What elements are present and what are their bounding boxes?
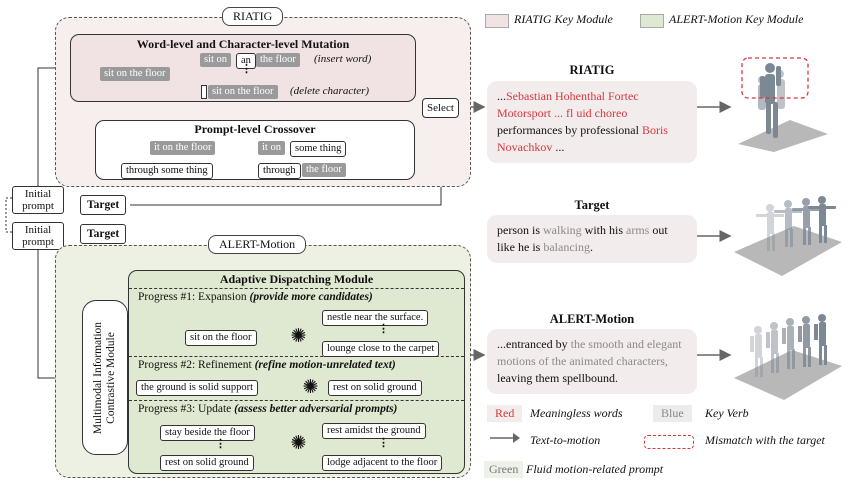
stage2-label: Progress #2: Refinement bbox=[138, 359, 252, 371]
crossover-child-2b: the floor bbox=[302, 163, 346, 177]
stage3-heading: Progress #3: Update (assess better adver… bbox=[138, 403, 397, 415]
dispatch-divider-2 bbox=[129, 356, 464, 357]
alert-result-title: ALERT-Motion bbox=[549, 312, 635, 326]
insert-note: (insert word) bbox=[314, 53, 372, 65]
llm-icon-1: ✺ bbox=[290, 326, 307, 347]
dispatch-divider-1 bbox=[129, 288, 464, 289]
stage1-input: sit on the floor bbox=[185, 330, 257, 346]
crossover-title: Prompt-level Crossover bbox=[194, 122, 316, 136]
riatig-motion-figure bbox=[738, 57, 828, 152]
alert-panel-label: ALERT-Motion bbox=[208, 235, 307, 254]
delete-cursor bbox=[201, 85, 207, 99]
stage3-output-1: rest amidst the ground bbox=[322, 423, 426, 439]
delete-result: sit on the floor bbox=[208, 85, 278, 99]
llm-icon-3: ✺ bbox=[290, 433, 307, 454]
stage2-output: rest on solid ground bbox=[328, 380, 422, 396]
target-2: Target bbox=[80, 224, 127, 244]
llm-icon-2: ✺ bbox=[302, 377, 319, 398]
initial-prompt-1: Initial prompt bbox=[12, 186, 64, 214]
legend-blue-swatch: Blue bbox=[653, 405, 692, 422]
stage1-ellipsis: ⋮ bbox=[378, 323, 389, 335]
target-result-text: person is walking with his arms out like… bbox=[487, 215, 697, 263]
legend-blue-meaning: Key Verb bbox=[705, 406, 749, 420]
riatig-result-text: ...Sebastian Hohenthal Fortec Motorsport… bbox=[487, 81, 697, 163]
contrastive-module: Multimodal Information Contrastive Modul… bbox=[82, 300, 128, 455]
insert-part-1: sit on bbox=[200, 53, 232, 67]
legend-alert-swatch bbox=[640, 14, 664, 28]
riatig-text-4: Boris Novachkov bbox=[497, 123, 668, 154]
dispatch-title: Adaptive Dispatching Module bbox=[219, 272, 374, 286]
stage1-note: (provide more candidates) bbox=[249, 291, 373, 303]
dispatch-divider-3 bbox=[129, 400, 464, 401]
crossover-parent-1: it on the floor bbox=[150, 141, 216, 155]
stage3-output-2: lodge adjacent to the floor bbox=[322, 455, 443, 471]
legend-dashed-swatch bbox=[644, 435, 694, 449]
stage1-output-1: nestle near the surface. bbox=[322, 310, 429, 326]
insert-word: an bbox=[236, 53, 256, 69]
stage3-ellipsis-right: ⋮ bbox=[378, 437, 389, 449]
stage3-note: (assess better adversarial prompts) bbox=[234, 403, 398, 415]
alert-motion-figure bbox=[734, 314, 842, 400]
riatig-panel-label: RIATIG bbox=[222, 7, 284, 26]
initial-prompt-2: Initial prompt bbox=[12, 222, 64, 250]
crossover-parent-2: through some thing bbox=[121, 163, 213, 179]
legend-green-meaning: Fluid motion-related prompt bbox=[526, 462, 664, 476]
stage3-input-1: stay beside the floor bbox=[160, 425, 255, 441]
riatig-text-5: ... bbox=[552, 140, 565, 154]
target-text-6: balancing bbox=[543, 240, 590, 254]
crossover-child-1a: it on bbox=[258, 141, 285, 155]
stage2-input: the ground is solid support bbox=[136, 380, 258, 396]
target-text-3: with his bbox=[581, 223, 627, 237]
legend-red-meaning: Meaningless words bbox=[530, 406, 623, 420]
target-text-5: out like he is bbox=[497, 223, 668, 254]
legend-green-swatch: Green bbox=[484, 461, 524, 478]
target-1: Target bbox=[80, 195, 127, 215]
stage1-output-2: lounge close to the carpet bbox=[322, 341, 440, 357]
legend-dashed-meaning: Mismatch with the target bbox=[705, 433, 825, 447]
target-text-1: person is bbox=[497, 223, 543, 237]
legend-riatig-label: RIATIG Key Module bbox=[514, 12, 613, 26]
legend-red-swatch: Red bbox=[487, 405, 523, 422]
delete-note: (delete character) bbox=[290, 85, 370, 97]
alert-text-1: ...entranced by bbox=[497, 337, 571, 351]
contrastive-label: Multimodal Information Contrastive Modul… bbox=[92, 321, 117, 434]
stage2-note: (refine motion-unrelated text) bbox=[254, 359, 396, 371]
legend-alert-label: ALERT-Motion Key Module bbox=[669, 12, 804, 26]
target-result-title: Target bbox=[574, 198, 610, 212]
mutation-title: Word-level and Character-level Mutation bbox=[136, 37, 350, 51]
legend-arrow-meaning: Text-to-motion bbox=[530, 433, 601, 447]
stage3-ellipsis-left: ⋮ bbox=[215, 438, 226, 450]
riatig-result-title: RIATIG bbox=[569, 63, 615, 77]
target-text-7: . bbox=[589, 240, 593, 254]
insert-part-2: the floor bbox=[256, 53, 300, 67]
mutation-ellipsis: ⋮ bbox=[241, 63, 252, 75]
alert-result-text: ...entranced by the smooth and elegant m… bbox=[487, 329, 697, 394]
stage2-heading: Progress #2: Refinement (refine motion-u… bbox=[138, 359, 396, 371]
alert-text-2: the smooth and elegant motions of the an… bbox=[497, 337, 682, 368]
target-text-4: arms bbox=[626, 223, 650, 237]
riatig-text-2: Sebastian Hohenthal Fortec Motorsport ..… bbox=[497, 89, 639, 120]
legend-arrow-icon bbox=[490, 433, 520, 443]
crossover-child-2a: through bbox=[258, 163, 301, 179]
stage1-heading: Progress #1: Expansion (provide more can… bbox=[138, 291, 373, 303]
stage3-label: Progress #3: Update bbox=[138, 403, 232, 415]
stage1-label: Progress #1: Expansion bbox=[138, 291, 247, 303]
alert-text-3: leaving them spellbound. bbox=[497, 371, 618, 385]
select-box: Select bbox=[422, 98, 459, 118]
crossover-child-1b: some thing bbox=[290, 141, 347, 157]
riatig-text-1: ... bbox=[497, 89, 506, 103]
target-motion-figure bbox=[734, 196, 842, 276]
stage3-input-2: rest on solid ground bbox=[160, 455, 254, 471]
mutation-source: sit on the floor bbox=[100, 67, 170, 81]
legend-riatig-swatch bbox=[485, 14, 509, 28]
riatig-text-3: performances by professional bbox=[497, 123, 642, 137]
target-text-2: walking bbox=[543, 223, 582, 237]
